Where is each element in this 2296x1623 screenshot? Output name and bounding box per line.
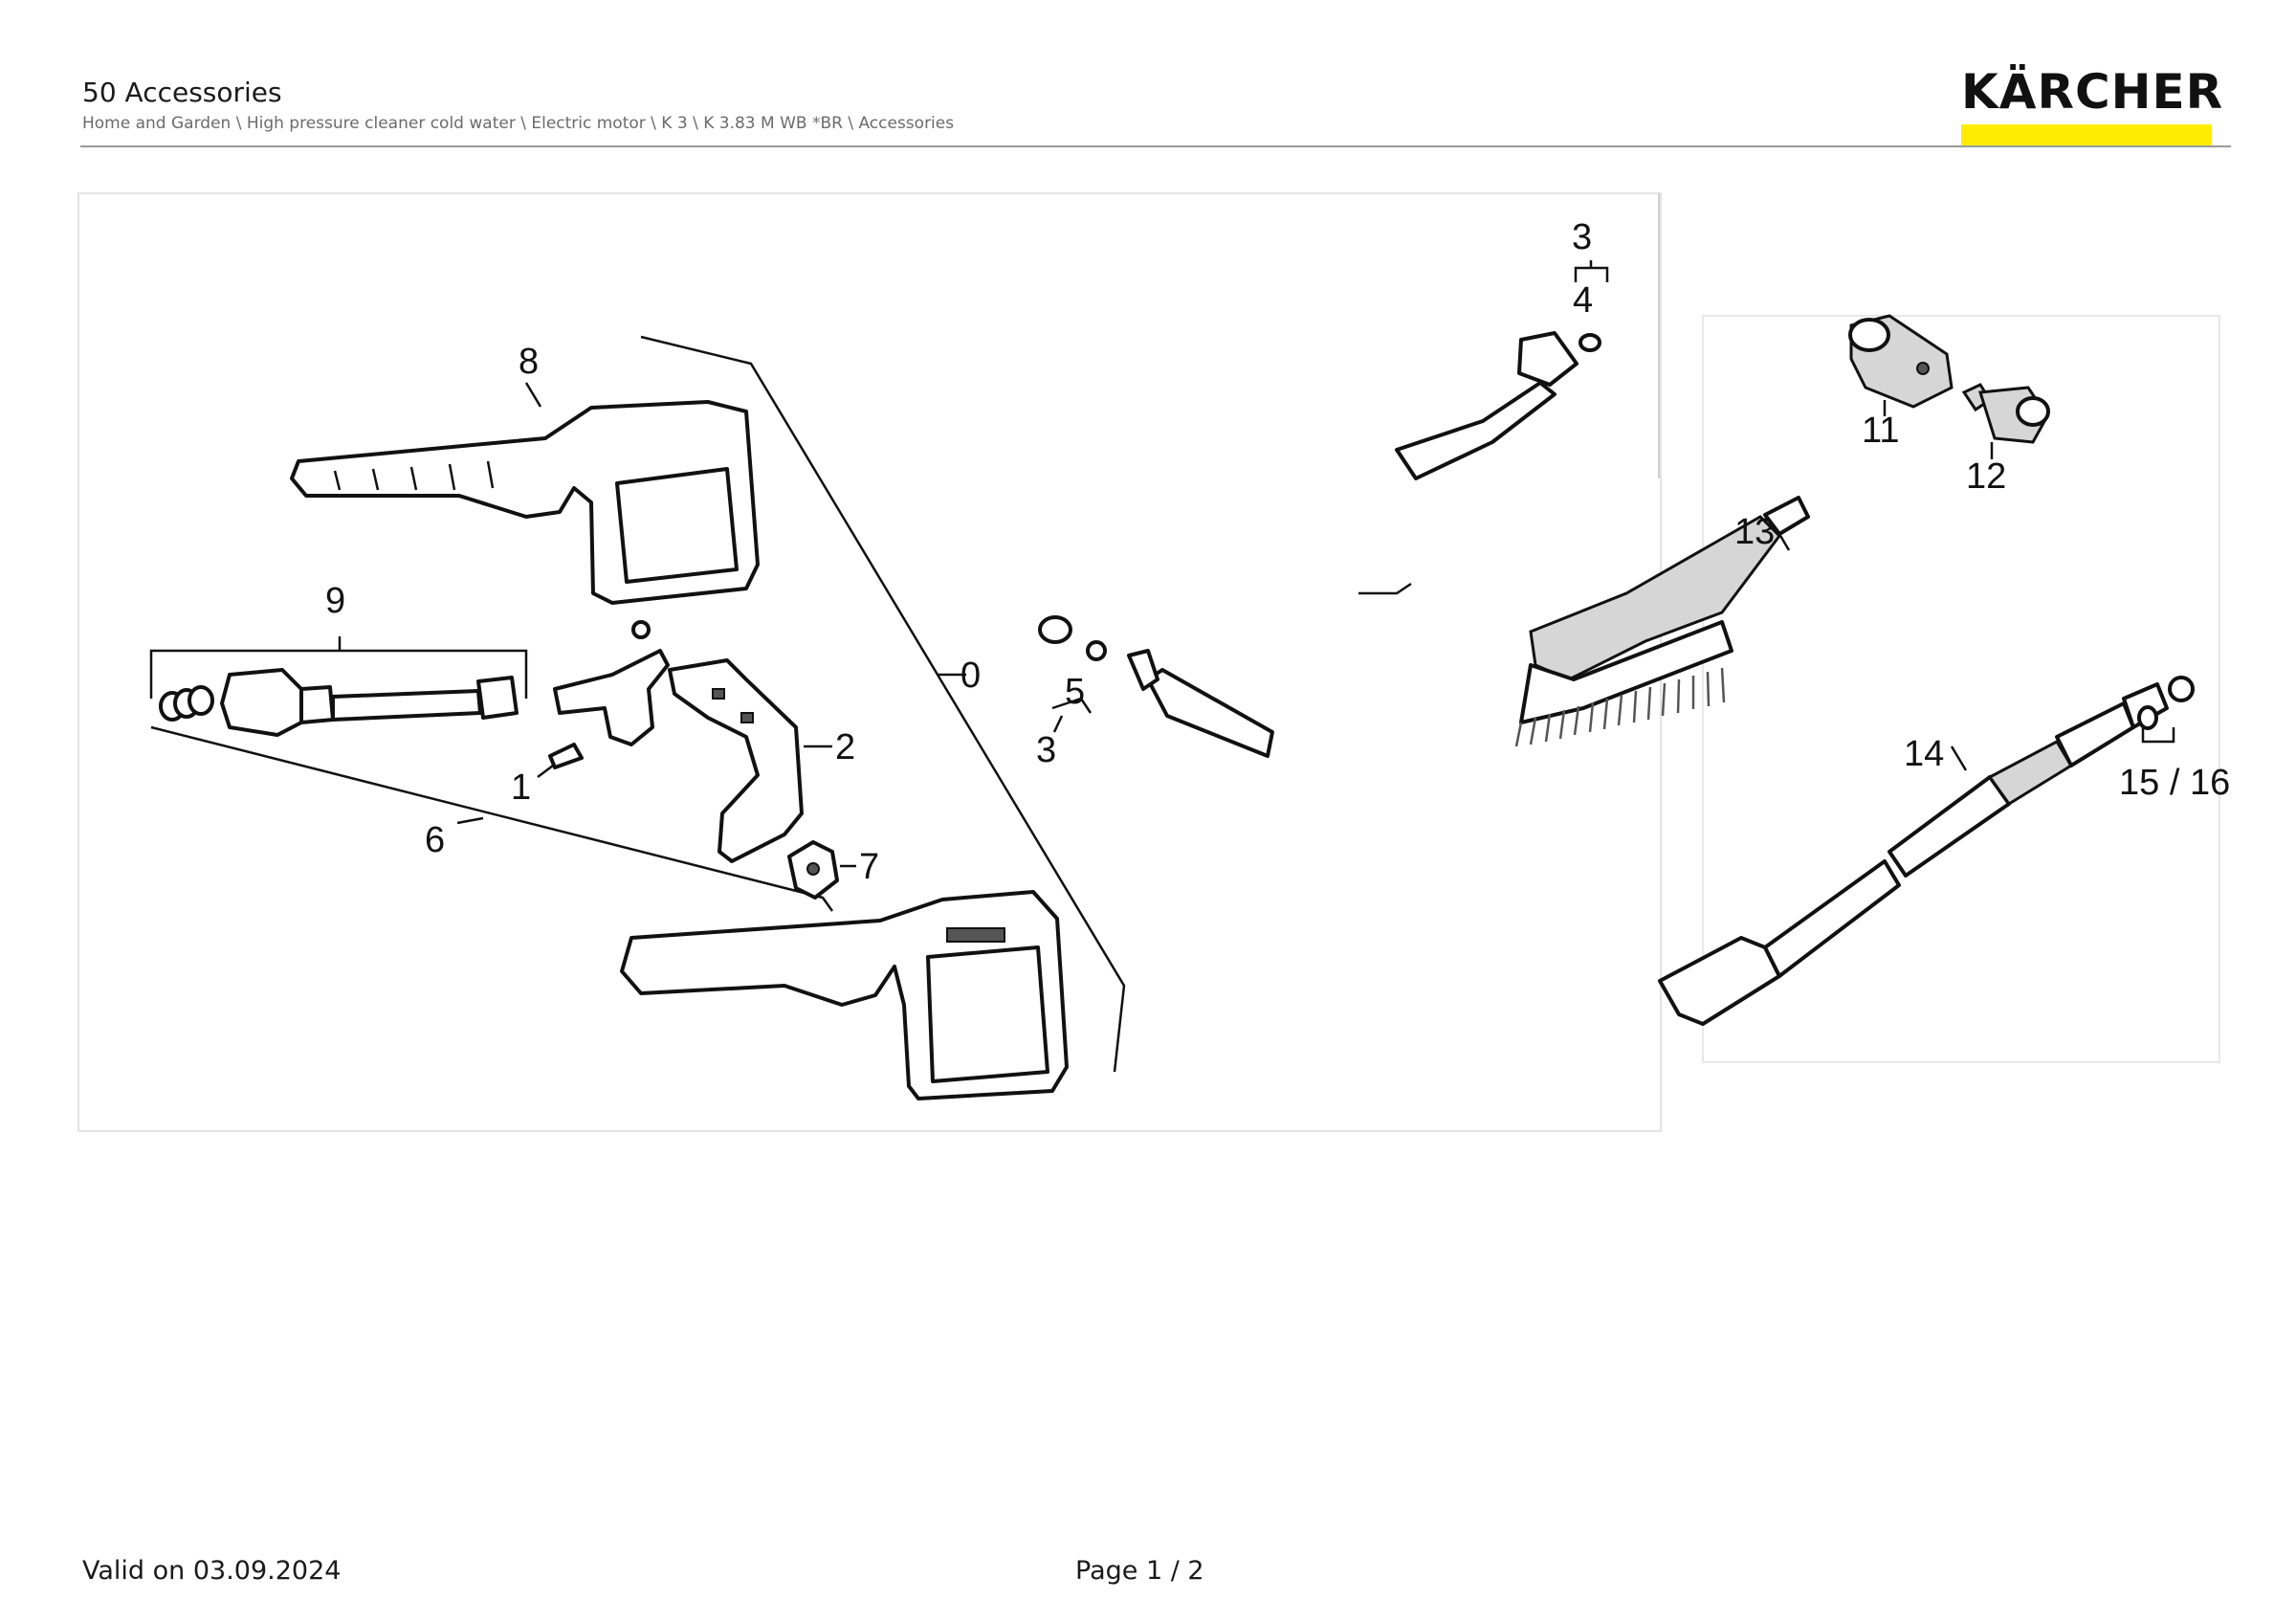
label-3-bottom: 3 bbox=[1036, 730, 1056, 770]
label-13: 13 bbox=[1734, 512, 1775, 552]
bracket-3-5 bbox=[1051, 697, 1093, 714]
page-number: Page 1 / 2 bbox=[1075, 1556, 1204, 1586]
brand-logo-text: KÄRCHER bbox=[1961, 64, 2224, 120]
part-1-valve bbox=[548, 620, 670, 769]
part-5-o-ring bbox=[1086, 640, 1107, 661]
label-7: 7 bbox=[859, 847, 879, 887]
part-14-spray-lance bbox=[1658, 676, 2195, 1026]
label-5: 5 bbox=[1065, 672, 1085, 712]
part-washer bbox=[1038, 615, 1072, 644]
part-12-adapter bbox=[1961, 383, 2050, 444]
part-9-spray-lance bbox=[159, 668, 519, 737]
part-2-trigger bbox=[668, 658, 804, 863]
part-8-trigger-gun bbox=[290, 400, 760, 605]
leader-8 bbox=[524, 382, 542, 408]
breadcrumb: Home and Garden \ High pressure cleaner … bbox=[82, 114, 955, 133]
leader-6 bbox=[456, 816, 484, 825]
label-2: 2 bbox=[835, 727, 855, 767]
label-0: 0 bbox=[960, 656, 981, 696]
part-hose bbox=[1127, 331, 1578, 769]
part-7-fitting bbox=[787, 840, 839, 900]
leader-3-bottom bbox=[1052, 715, 1064, 733]
label-11: 11 bbox=[1862, 411, 1899, 451]
exploded-parts-diagram: 0 8 9 6 1 2 7 bbox=[77, 192, 2230, 1132]
valid-date: Valid on 03.09.2024 bbox=[82, 1556, 342, 1586]
page-title: 50 Accessories bbox=[82, 77, 282, 108]
part-gun-housing bbox=[620, 890, 1069, 1101]
label-3-top: 3 bbox=[1572, 217, 1592, 257]
right-panel-frame bbox=[1702, 315, 2220, 1063]
label-6: 6 bbox=[425, 820, 445, 860]
part-13-wash-brush bbox=[1514, 496, 1810, 747]
leader-13 bbox=[1777, 533, 1791, 551]
leader-14 bbox=[1950, 745, 1968, 771]
header-divider bbox=[80, 145, 2231, 147]
brand-logo: KÄRCHER bbox=[1961, 64, 2224, 145]
brand-logo-bar bbox=[1961, 124, 2212, 145]
label-15-16: 15 / 16 bbox=[2119, 763, 2230, 803]
label-9: 9 bbox=[325, 581, 345, 621]
leader-1 bbox=[537, 765, 554, 778]
label-4: 4 bbox=[1573, 280, 1593, 321]
bracket-15-16 bbox=[2141, 727, 2175, 744]
leader-line-6 bbox=[150, 725, 834, 912]
label-14: 14 bbox=[1904, 734, 1944, 774]
label-1: 1 bbox=[511, 767, 531, 808]
part-4-o-ring bbox=[1578, 333, 1601, 352]
part-11-coupling bbox=[1848, 314, 1954, 409]
label-12: 12 bbox=[1966, 456, 2006, 497]
label-8: 8 bbox=[519, 342, 539, 382]
